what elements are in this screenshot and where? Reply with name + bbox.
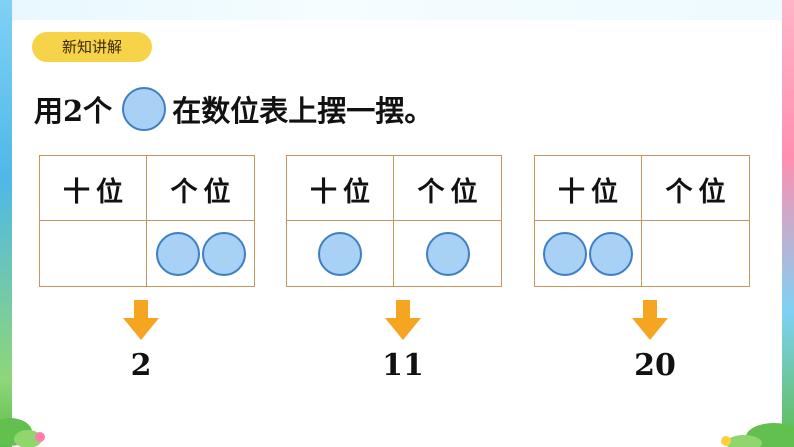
result-number-2: 11: [382, 348, 424, 383]
section-badge: 新知讲解: [32, 32, 152, 62]
background-right-edge: [782, 0, 794, 447]
counter-chip-icon: [122, 87, 167, 131]
counter-disc-icon[interactable]: [543, 231, 587, 276]
board-header-row: 十位 个位: [535, 156, 749, 222]
place-value-board-2: 十位 个位: [286, 155, 502, 222]
place-value-board-3: 十位 个位: [534, 155, 750, 222]
result-number-3: 20: [634, 348, 676, 383]
leaf-decoration-right-icon: [721, 423, 794, 447]
ones-header: 个位: [170, 176, 237, 208]
board-1-body: [39, 221, 255, 287]
board-header-row: 十位 个位: [287, 156, 501, 222]
tens-header: 十位: [287, 156, 394, 222]
counter-disc-icon[interactable]: [589, 231, 633, 276]
ones-cell[interactable]: [642, 221, 749, 286]
background-left-edge: [0, 0, 12, 447]
board-2-body: [286, 221, 502, 287]
tens-cell[interactable]: [40, 221, 147, 286]
board-3-body: [534, 221, 750, 287]
instruction-after: 在数位表上摆一摆。: [172, 94, 434, 128]
ones-header: 个位: [665, 176, 732, 208]
leaf-decoration-left-icon: [0, 418, 45, 447]
tens-cell[interactable]: [287, 221, 394, 286]
counter-disc-icon[interactable]: [201, 231, 246, 276]
background-top: [0, 0, 794, 20]
board-header-row: 十位 个位: [40, 156, 254, 222]
ones-cell[interactable]: [394, 221, 501, 286]
tens-header: 十位: [40, 156, 147, 222]
ones-cell[interactable]: [147, 221, 254, 286]
counter-disc-icon[interactable]: [318, 231, 362, 276]
counter-disc-icon[interactable]: [155, 231, 200, 276]
ones-header: 个位: [417, 176, 484, 208]
tens-header: 十位: [535, 156, 642, 222]
place-value-board-1: 十位 个位: [39, 155, 255, 222]
down-arrow-icon: [632, 300, 668, 340]
counter-disc-icon[interactable]: [425, 231, 470, 276]
down-arrow-icon: [123, 300, 159, 340]
instruction-before: 用2个: [34, 94, 113, 128]
tens-cell[interactable]: [535, 221, 642, 286]
result-number-1: 2: [130, 348, 152, 383]
instruction-text: 用2个 在数位表上摆一摆。: [34, 84, 433, 134]
down-arrow-icon: [385, 300, 421, 340]
